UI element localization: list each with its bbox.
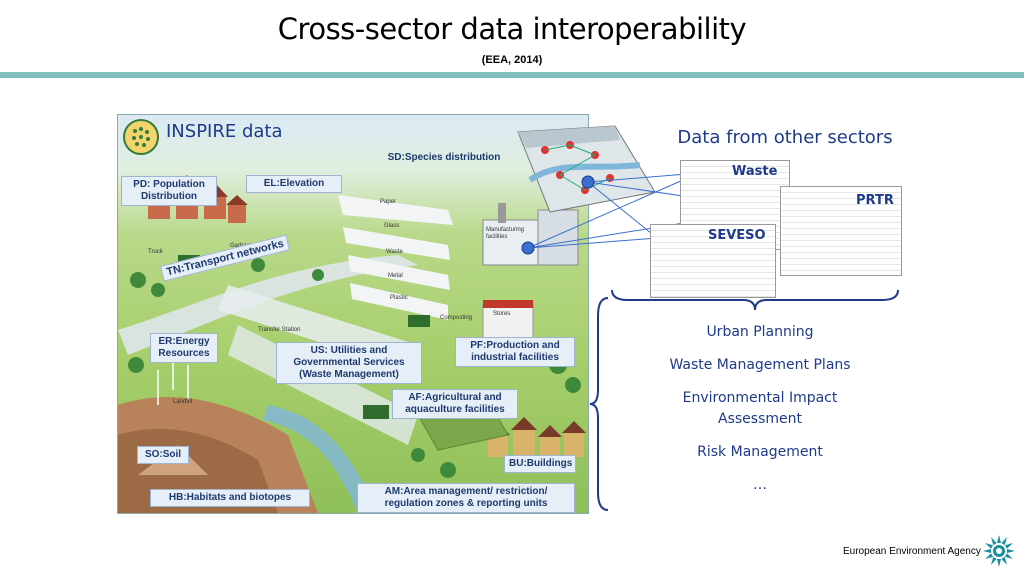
scene-label-composting: Composting	[440, 315, 473, 321]
use-item: Waste Management Plans	[669, 357, 851, 373]
dataset-label-seveso: SEVESO	[708, 228, 766, 243]
eea-name: European Environment Agency	[843, 546, 981, 557]
theme-species-distribution: SD:Species distribution	[387, 152, 501, 163]
scene-label-waste: Waste	[386, 249, 403, 255]
use-item: Environmental Impact Assessment	[682, 390, 838, 427]
dataset-sheet-seveso	[650, 224, 776, 298]
scene-label-stores: Stores	[493, 311, 511, 317]
title-divider	[0, 72, 1024, 78]
theme-production-facilities: PF:Production and industrial facilities	[455, 337, 575, 367]
map-tile	[517, 125, 656, 213]
scene-label-truck: Truck	[148, 249, 163, 255]
scene-label-metal: Metal	[388, 273, 403, 279]
theme-habitats-biotopes: HB:Habitats and biotopes	[150, 489, 310, 507]
theme-buildings: BU:Buildings	[504, 455, 576, 473]
scene-label-plastic: Plastic	[390, 295, 408, 301]
eea-logo-icon	[983, 535, 1015, 567]
slide-title: Cross-sector data interoperability	[277, 12, 747, 46]
uses-bracket	[589, 297, 609, 511]
inspire-title: INSPIRE data	[166, 121, 283, 142]
use-item: …	[753, 477, 767, 493]
node-facility	[521, 241, 535, 255]
node-map	[581, 175, 595, 189]
scene-label-manufacturing: Manufacturing facilities	[486, 227, 525, 240]
theme-elevation: EL:Elevation	[246, 175, 342, 193]
dataset-label-prtr: PRTR	[856, 193, 894, 208]
theme-area-management: AM:Area management/ restriction/ regulat…	[357, 483, 575, 513]
theme-agricultural-facilities: AF:Agricultural and aquaculture faciliti…	[392, 389, 518, 419]
theme-population-distribution: PD: Population Distribution	[121, 176, 217, 206]
scene-label-landfill: Landfill	[173, 399, 193, 405]
sectors-bracket	[611, 289, 899, 311]
use-list: Urban Planning Waste Management Plans En…	[640, 322, 880, 508]
use-item: Risk Management	[697, 444, 823, 460]
theme-energy-resources: ER:Energy Resources	[150, 333, 218, 363]
dataset-sheet-prtr	[780, 186, 902, 276]
sectors-title: Data from other sectors	[677, 127, 893, 148]
theme-utilities-services: US: Utilities and Governmental Services …	[276, 342, 422, 384]
slide-subtitle: (EEA, 2014)	[481, 54, 543, 66]
scene-label-paper: Paper	[380, 199, 397, 205]
dataset-label-waste: Waste	[732, 164, 778, 179]
theme-soil: SO:Soil	[137, 446, 189, 464]
use-item: Urban Planning	[706, 324, 814, 340]
scene-label-transfer: Transfer Station	[258, 327, 301, 333]
scene-label-glass: Glass	[384, 223, 400, 229]
inspire-logo-icon	[123, 119, 159, 155]
